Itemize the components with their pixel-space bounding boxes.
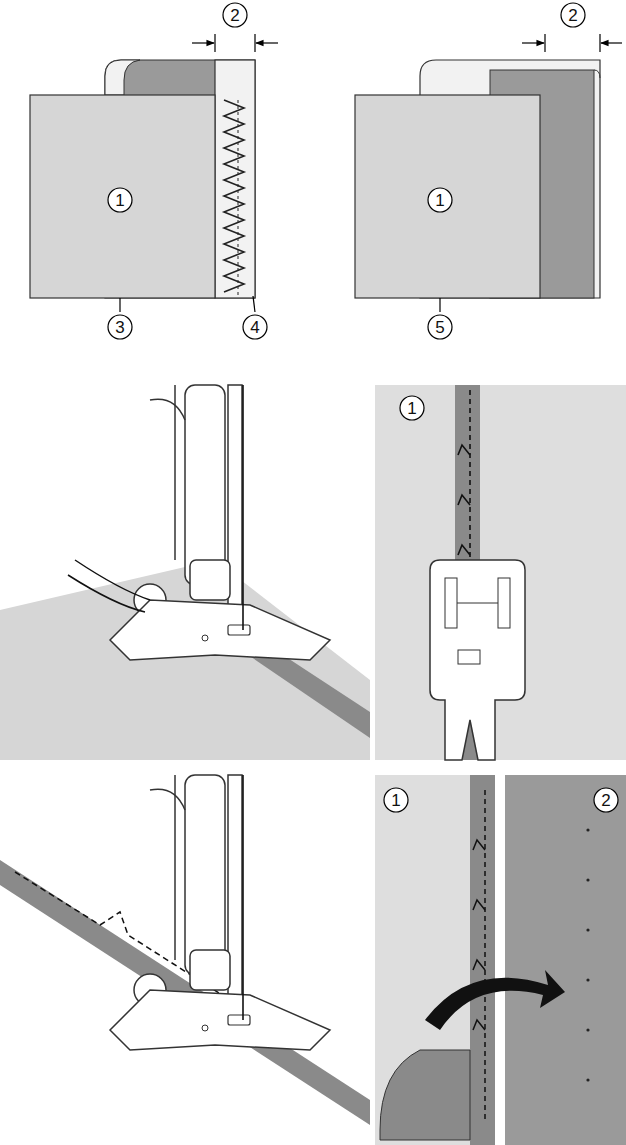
illustration-part (484, 790, 486, 1120)
illustration-part (202, 635, 208, 641)
illustration-part (224, 100, 244, 292)
illustration-part (594, 70, 600, 78)
illustration-part (384, 788, 408, 812)
illustration-part (586, 978, 589, 981)
hem-fold-turned (355, 34, 622, 312)
presser-foot-sewing (0, 385, 370, 760)
illustration-part (586, 1078, 589, 1081)
illustration-part (458, 495, 470, 505)
illustration-part (174, 775, 176, 960)
illustration-part (428, 315, 452, 339)
illustration-part (355, 95, 540, 298)
illustration-part (586, 928, 589, 931)
illustration-part (473, 960, 485, 970)
illustration-part (223, 3, 247, 27)
illustration-part (586, 1028, 589, 1031)
illustration-part (110, 990, 330, 1050)
illustration-part (0, 560, 370, 760)
callout-number: 1 (391, 792, 400, 809)
illustration-part (254, 34, 255, 52)
illustration-part (242, 385, 244, 630)
callout-number: 1 (435, 192, 444, 209)
illustration-part (228, 1015, 250, 1025)
callout-number: 3 (115, 319, 124, 336)
illustration-part (30, 95, 215, 298)
illustration-part (473, 840, 485, 850)
illustration-part (75, 560, 150, 600)
illustration-part (68, 575, 145, 612)
illustration-part (110, 600, 330, 660)
illustration-part (601, 42, 622, 43)
illustration-part (108, 188, 132, 212)
illustration-part (185, 385, 225, 585)
illustration-part (445, 578, 457, 628)
illustration-part (469, 390, 471, 570)
illustration-part (458, 650, 480, 664)
illustration-part (375, 775, 495, 1145)
illustration-part (425, 970, 565, 1030)
illustration-part (428, 188, 452, 212)
illustration-part (192, 42, 214, 43)
illustration-part (253, 296, 255, 312)
illustration-part (119, 298, 120, 312)
presser-foot-diagonal (0, 775, 370, 1125)
callout-number: 2 (568, 7, 577, 24)
illustration-part (599, 34, 600, 52)
illustration-part (473, 900, 485, 910)
callout-number: 2 (601, 792, 610, 809)
hem-unfold (375, 775, 626, 1145)
illustration-part (586, 878, 589, 881)
illustration-part (586, 828, 589, 1081)
callout-number: 5 (435, 319, 444, 336)
illustration-part (242, 775, 244, 1020)
hem-fold-overcast (30, 34, 278, 312)
illustration-part (228, 625, 250, 635)
illustration-part (214, 34, 215, 52)
illustration-part (238, 100, 239, 296)
illustration-part (105, 60, 140, 95)
callout-circles (108, 3, 618, 812)
illustration-part (190, 560, 230, 600)
illustration-part (150, 399, 185, 420)
illustration-part (215, 60, 255, 298)
callout-number: 4 (250, 319, 259, 336)
illustration-part (430, 560, 525, 760)
illustration-part (375, 385, 626, 760)
illustration-part (190, 950, 230, 990)
illustration-part (586, 828, 589, 831)
illustration-part (202, 1025, 208, 1031)
callout-number: 1 (407, 400, 416, 417)
illustration-part (458, 545, 470, 555)
illustration-part (185, 775, 225, 975)
illustration-part (150, 789, 185, 810)
stitch-top-view (375, 385, 626, 760)
illustration-part (174, 385, 176, 560)
illustration-part (561, 3, 585, 27)
illustration-part (470, 775, 495, 1145)
illustration-part (594, 788, 618, 812)
illustration-part (243, 315, 267, 339)
illustration-part (380, 1050, 470, 1140)
callout-number: 1 (115, 192, 124, 209)
illustration-part (256, 42, 278, 43)
illustration-part (544, 34, 545, 52)
callout-number: 2 (230, 7, 239, 24)
illustration-part (505, 775, 626, 1145)
illustration-part (522, 42, 544, 43)
illustration-part (108, 315, 132, 339)
illustration-part (457, 603, 498, 604)
illustration-part (498, 578, 510, 628)
illustration-part (473, 1020, 485, 1030)
illustration-part (439, 298, 440, 312)
illustration-part (458, 445, 470, 455)
illustration-part (400, 396, 424, 420)
